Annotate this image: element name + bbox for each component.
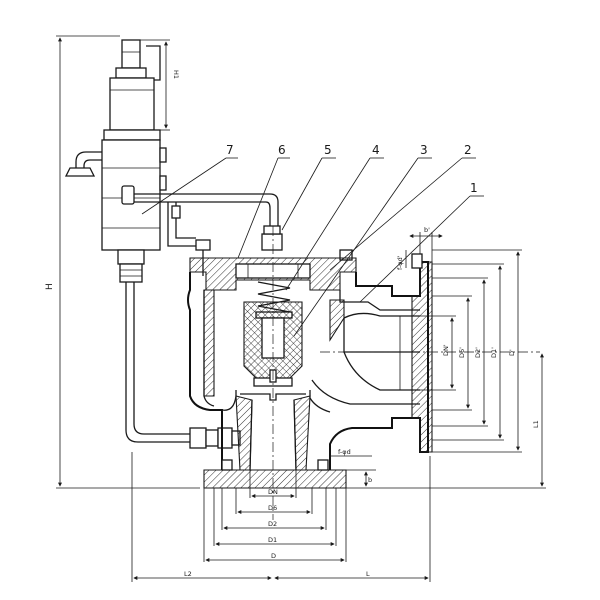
dim-l-label: L xyxy=(366,570,370,578)
dim-dn-label: DN xyxy=(268,488,278,496)
outlet-dimensions: DN' D6' D2' D1' D' L1 b' f-φd' xyxy=(346,226,546,489)
dim-b-left-label: b xyxy=(368,476,372,484)
dim-l2-label: L2 xyxy=(184,570,192,578)
part-numbers: 7 6 5 4 3 2 1 xyxy=(226,143,478,195)
dim-d6-label: D6 xyxy=(268,504,277,512)
dim-h1-label: H1 xyxy=(172,70,180,79)
pilot-dimension: H1 xyxy=(140,39,180,131)
dim-d6-out-label: D6' xyxy=(458,347,466,358)
dim-fh-out-label: f-φd' xyxy=(396,255,404,270)
dim-d1-out-label: D1' xyxy=(490,347,498,358)
bottom-dimensions: DN D6 D2 D1 D L2 L b f-φd xyxy=(131,448,431,582)
dim-d2-label: D2 xyxy=(268,520,277,528)
dim-b-out-label: b' xyxy=(424,226,430,234)
dim-dn-out-label: DN' xyxy=(442,344,450,356)
dim-h-label: H xyxy=(45,283,55,290)
dim-d-label: D xyxy=(271,552,276,560)
dim-d-out-label: D' xyxy=(508,349,516,356)
dim-d2-out-label: D2' xyxy=(474,347,482,358)
dim-fh-label: f-φd xyxy=(338,448,351,456)
main-valve-body xyxy=(187,225,433,489)
part-number-4: 4 xyxy=(372,143,380,157)
dim-l1-label: L1 xyxy=(532,420,540,428)
pilot-assembly xyxy=(64,39,167,283)
part-number-7: 7 xyxy=(226,143,234,157)
part-number-5: 5 xyxy=(324,143,332,157)
height-dimension: H xyxy=(45,35,200,489)
part-number-1: 1 xyxy=(470,181,478,195)
part-number-6: 6 xyxy=(278,143,286,157)
part-leaders xyxy=(141,157,484,337)
part-number-3: 3 xyxy=(420,143,428,157)
dim-d1-label: D1 xyxy=(268,536,277,544)
part-number-2: 2 xyxy=(464,143,472,157)
